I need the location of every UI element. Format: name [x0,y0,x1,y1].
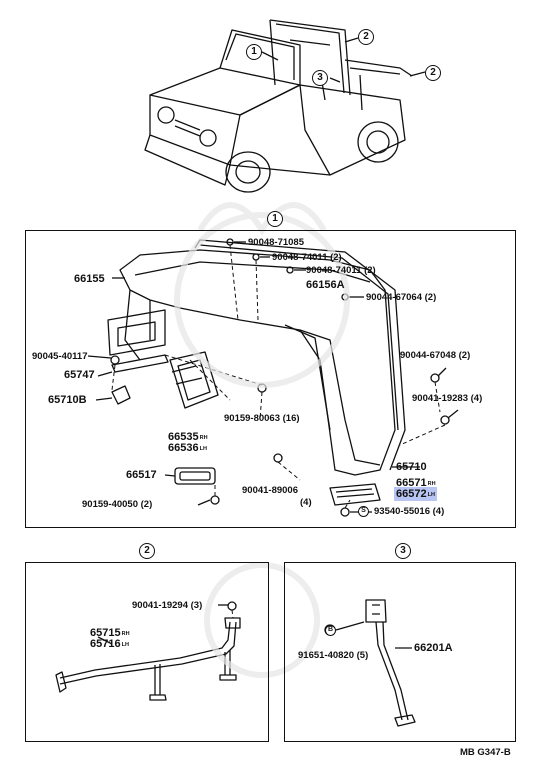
s-marker: S [358,506,369,517]
section-marker-2: 2 [139,543,155,559]
panel-rear-bar [284,562,516,742]
label-90041-19283: 90041-19283 (4) [412,393,483,404]
label-90041-19294: 90041-19294 (3) [132,600,203,611]
panel-side-bar [25,562,269,742]
label-90041-89006-qty: (4) [300,497,312,508]
diagram-code: MB G347-B [460,747,511,758]
label-66155: 66155 [74,273,105,285]
label-66517: 66517 [126,469,157,481]
label-65715: 65715RH [90,627,130,639]
label-90159-80063: 90159-80063 (16) [224,413,300,424]
section-marker-1: 1 [267,211,283,227]
callout-2-side-bar-lower: 2 [425,65,441,81]
label-66201a: 66201A [414,642,453,654]
b-marker: B [325,625,336,636]
section-marker-3: 3 [395,543,411,559]
label-91651-40820: 91651-40820 (5) [298,650,369,661]
label-65716: 65716LH [90,638,129,650]
label-90048-71085: 90048-71085 [248,237,304,248]
label-65710b: 65710B [48,394,87,406]
label-90044-67064: 90044-67064 (2) [366,292,437,303]
label-90044-67048: 90044-67048 (2) [400,350,471,361]
label-90041-89006: 90041-89006 [242,485,298,496]
label-93540-55016: 93540-55016 (4) [374,506,445,517]
callout-1-roll-bar: 1 [246,44,262,60]
label-90048-74011-a: 90048-74011 (2) [272,252,342,263]
label-66571: 66571RH [396,477,436,489]
callout-3-rear-bar: 3 [312,70,328,86]
label-66536: 66536LH [168,442,207,454]
side-bar-assembly [55,601,241,701]
label-90048-74011-b: 90048-74011 (2) [306,265,376,276]
label-90159-40050: 90159-40050 (2) [82,499,153,510]
label-66535: 66535RH [168,431,208,443]
vehicle-illustration [144,19,426,193]
label-90045-40117: 90045-40117 [32,351,88,362]
label-66156a: 66156A [306,279,345,291]
rear-body-assembly [87,238,459,517]
label-65747: 65747 [64,369,95,381]
label-66572: 66572LH [394,487,437,501]
label-65710: 65710 [396,461,427,473]
panel-rear-body [25,230,516,528]
callout-2-side-bar-upper: 2 [358,29,374,45]
rear-bar-assembly [324,599,416,727]
